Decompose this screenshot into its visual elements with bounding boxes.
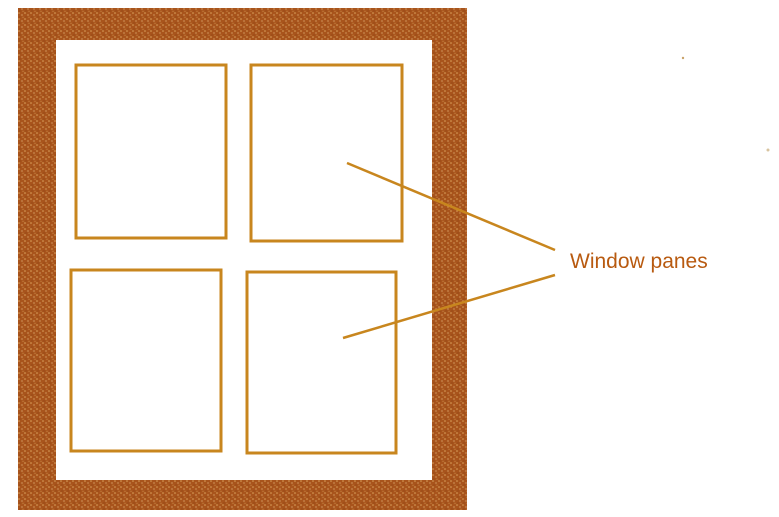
window-sash	[56, 40, 432, 480]
window-panes-label: Window panes	[570, 250, 708, 273]
background-speck	[682, 57, 684, 59]
background-speck	[767, 149, 770, 152]
